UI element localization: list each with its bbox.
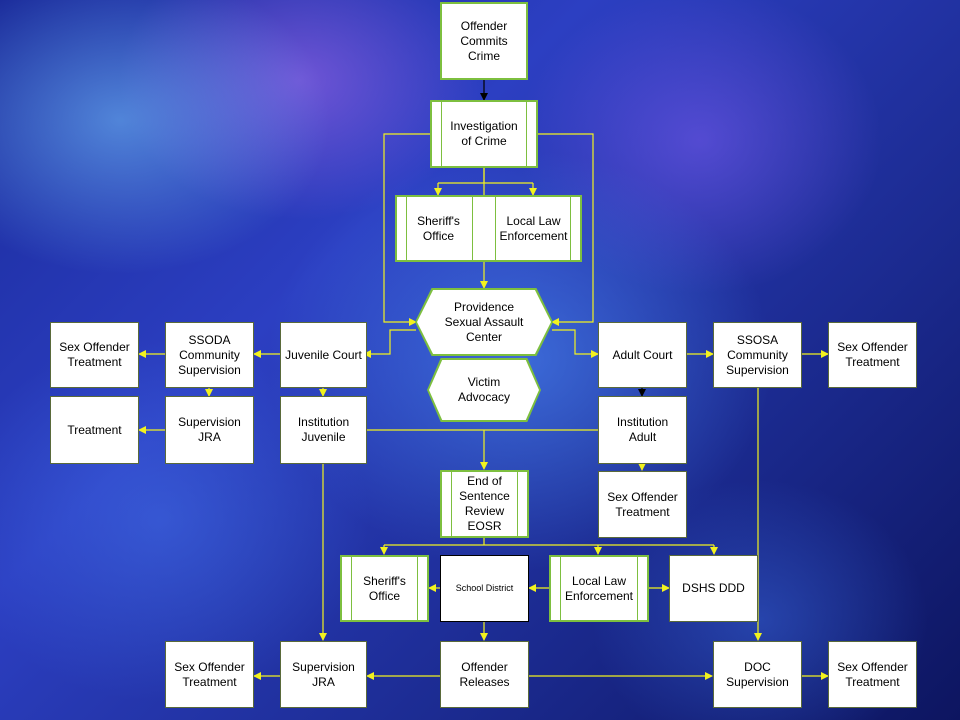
- offender-releases-box: Offender Releases: [440, 641, 529, 708]
- sex-offender-treatment-right-1-box: Sex Offender Treatment: [828, 322, 917, 388]
- sex-offender-treatment-adult-box: Sex Offender Treatment: [598, 471, 687, 538]
- juvenile-court-box: Juvenile Court: [280, 322, 367, 388]
- institution-adult-box: Institution Adult: [598, 396, 687, 464]
- local-law-enforcement-top-box: Local Law Enforcement: [495, 196, 571, 261]
- end-of-sentence-review-box: End of Sentence Review EOSR: [440, 470, 529, 538]
- local-law-enforcement-bottom-box: Local Law Enforcement: [549, 555, 649, 622]
- sheriffs-office-top-box: Sheriff's Office: [405, 196, 473, 261]
- doc-supervision-box: DOC Supervision: [713, 641, 802, 708]
- sex-offender-treatment-right-2-box: Sex Offender Treatment: [828, 641, 917, 708]
- adult-court-box: Adult Court: [598, 322, 687, 388]
- institution-juvenile-box: Institution Juvenile: [280, 396, 367, 464]
- supervision-jra-top-box: Supervision JRA: [165, 396, 254, 464]
- sheriff-local-law-group: [395, 195, 582, 262]
- supervision-jra-bottom-box: Supervision JRA: [280, 641, 367, 708]
- investigation-of-crime-box: Investigation of Crime: [430, 100, 538, 168]
- ssoda-community-supervision-box: SSODA Community Supervision: [165, 322, 254, 388]
- victim-advocacy-node: Victim Advocacy: [429, 360, 539, 420]
- sheriffs-office-bottom-box: Sheriff's Office: [340, 555, 429, 622]
- sex-offender-treatment-left-1-box: Sex Offender Treatment: [50, 322, 139, 388]
- ssosa-community-supervision-box: SSOSA Community Supervision: [713, 322, 802, 388]
- offender-commits-crime-box: Offender Commits Crime: [440, 2, 528, 80]
- providence-sexual-assault-center-node: Providence Sexual Assault Center: [417, 290, 551, 354]
- sex-offender-treatment-left-2-box: Sex Offender Treatment: [165, 641, 254, 708]
- dshs-ddd-box: DSHS DDD: [669, 555, 758, 622]
- school-district-box: School District: [440, 555, 529, 622]
- treatment-box: Treatment: [50, 396, 139, 464]
